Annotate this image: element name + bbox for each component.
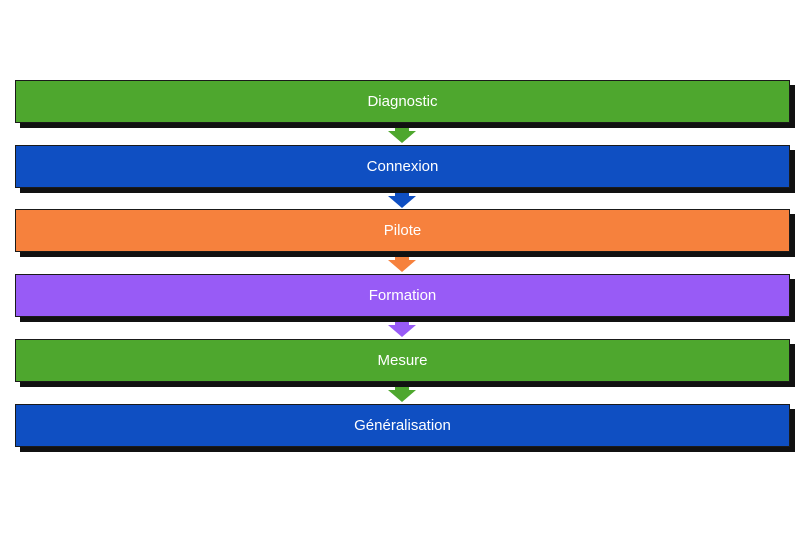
step-label: Généralisation	[354, 417, 451, 434]
step-generalisation: Généralisation	[15, 404, 790, 447]
step-label: Mesure	[377, 352, 428, 369]
down-arrow-icon	[388, 380, 416, 402]
step-connexion: Connexion	[15, 145, 790, 188]
down-arrow-icon	[388, 315, 416, 337]
step-label: Pilote	[383, 222, 422, 239]
step-pilote: Pilote	[15, 209, 790, 252]
step-label: Diagnostic	[367, 93, 438, 110]
step-diagnostic: Diagnostic	[15, 80, 790, 123]
down-arrow-icon	[388, 121, 416, 143]
step-mesure: Mesure	[15, 339, 790, 382]
step-label: Connexion	[366, 158, 439, 175]
down-arrow-icon	[388, 250, 416, 272]
down-arrow-icon	[388, 186, 416, 208]
step-label: Formation	[368, 287, 437, 304]
step-formation: Formation	[15, 274, 790, 317]
